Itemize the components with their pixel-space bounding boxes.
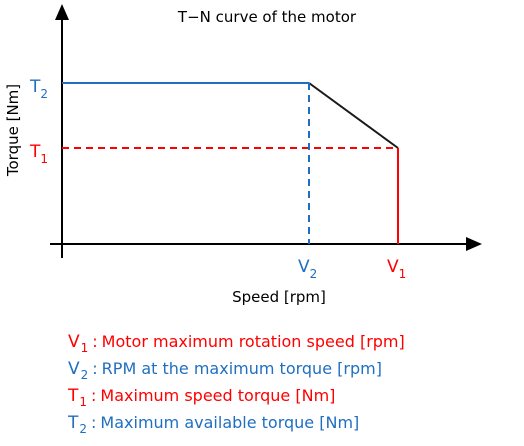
torque-falloff-line [308,82,399,149]
legend-text: RPM at the maximum torque [rpm] [101,359,382,378]
v2-marker: V2 [298,257,317,281]
legend-item-v2: V2:RPM at the maximum torque [rpm] [68,355,488,382]
legend-item-v1: V1:Motor maximum rotation speed [rpm] [68,328,488,355]
y-axis-label: Torque [Nm] [4,84,22,177]
legend-text: Maximum available torque [Nm] [100,413,360,432]
v1-marker: V1 [387,257,406,281]
legend-symbol: V [68,332,80,352]
legend-separator: : [92,332,98,351]
legend-text: Motor maximum rotation speed [rpm] [101,332,405,351]
symbol-legend: V1:Motor maximum rotation speed [rpm] V2… [68,328,488,436]
diagram-title: T−N curve of the motor [177,8,357,26]
legend-separator: : [91,413,97,432]
t2-marker: T2 [29,77,48,101]
legend-item-t1: T1:Maximum speed torque [Nm] [68,382,488,409]
legend-subscript: 1 [79,395,88,409]
legend-separator: : [92,359,98,378]
x-axis-label: Speed [rpm] [232,288,326,306]
legend-symbol: T [68,386,79,406]
legend-symbol: T [68,413,79,433]
legend-text: Maximum speed torque [Nm] [100,386,336,405]
t1-marker: T1 [29,142,48,166]
y-axis-arrowhead [55,4,69,20]
legend-subscript: 2 [79,422,88,436]
legend-separator: : [91,386,97,405]
legend-symbol: V [68,359,80,379]
legend-subscript: 1 [80,341,89,355]
legend-item-t2: T2:Maximum available torque [Nm] [68,409,488,436]
x-axis-arrowhead [466,237,482,251]
legend-subscript: 2 [80,368,89,382]
